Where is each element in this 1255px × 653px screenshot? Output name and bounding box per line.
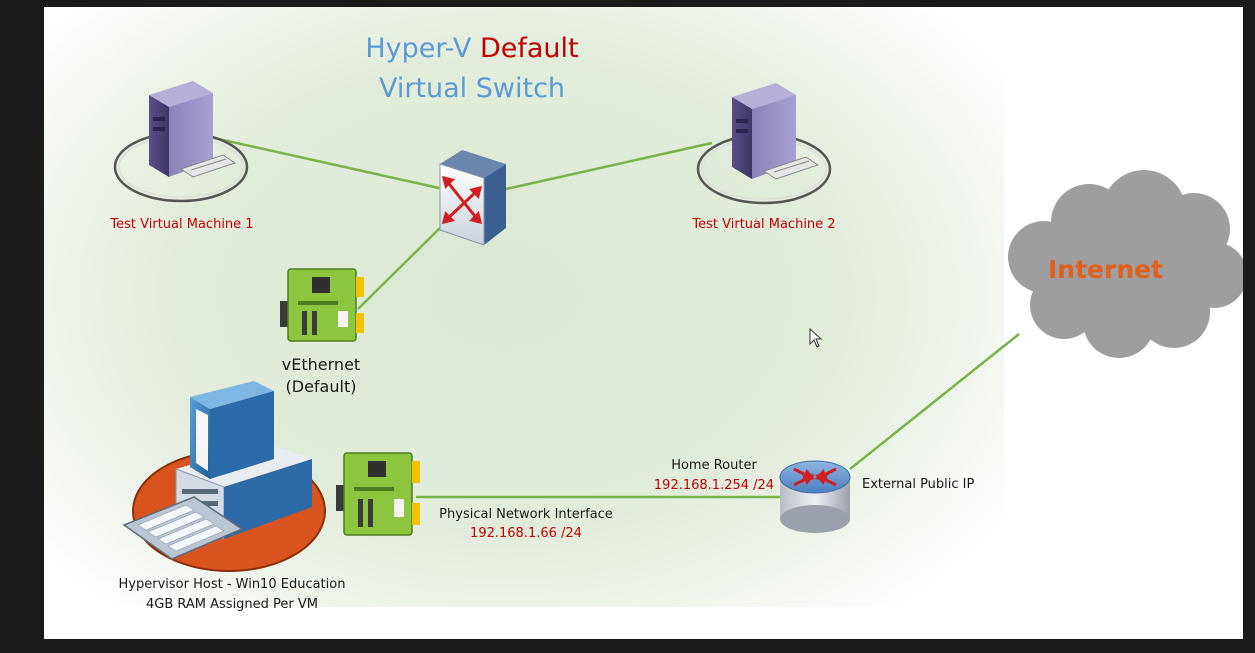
nic-name: Physical Network Interface xyxy=(439,507,613,522)
switch-icon xyxy=(439,150,506,246)
internet-cloud-icon xyxy=(1008,170,1243,358)
vethernet-nic-icon xyxy=(280,268,364,342)
vm1-label: Test Virtual Machine 1 xyxy=(110,217,254,232)
internet-label: Internet xyxy=(1048,255,1164,284)
vm2-label: Test Virtual Machine 2 xyxy=(692,217,836,232)
physical-nic-icon xyxy=(336,452,420,536)
vethernet-label-line2: (Default) xyxy=(285,377,357,396)
router-name: Home Router xyxy=(671,458,757,473)
host-computer-icon xyxy=(122,381,326,572)
title-highlight: Default xyxy=(479,33,579,64)
network-links xyxy=(213,136,1020,499)
vm1-server-icon xyxy=(113,81,249,203)
diagram-subtitle: Virtual Switch xyxy=(378,73,566,104)
diagram-canvas: Hyper-V Default Virtual Switch Test Virt… xyxy=(44,7,1243,639)
host-label-line2: 4GB RAM Assigned Per VM xyxy=(145,597,319,612)
diagram-art xyxy=(113,81,1243,572)
vm2-server-icon xyxy=(696,83,832,205)
link-router-internet xyxy=(849,333,1020,470)
link-vm1-switch xyxy=(213,136,440,190)
title-prefix: Hyper-V xyxy=(365,33,472,64)
link-switch-vethernet xyxy=(357,223,445,310)
router-ip: 192.168.1.254 /24 xyxy=(653,478,775,493)
external-ip-label: External Public IP xyxy=(862,477,975,492)
vethernet-label-line1: vEthernet xyxy=(281,355,361,374)
nic-ip: 192.168.1.66 /24 xyxy=(470,526,582,541)
router-icon xyxy=(779,460,851,533)
host-label-line1: Hypervisor Host - Win10 Education xyxy=(118,577,346,592)
link-switch-vm2 xyxy=(505,141,713,191)
mouse-cursor-icon xyxy=(809,328,823,348)
diagram-title: Hyper-V Default xyxy=(322,33,622,64)
